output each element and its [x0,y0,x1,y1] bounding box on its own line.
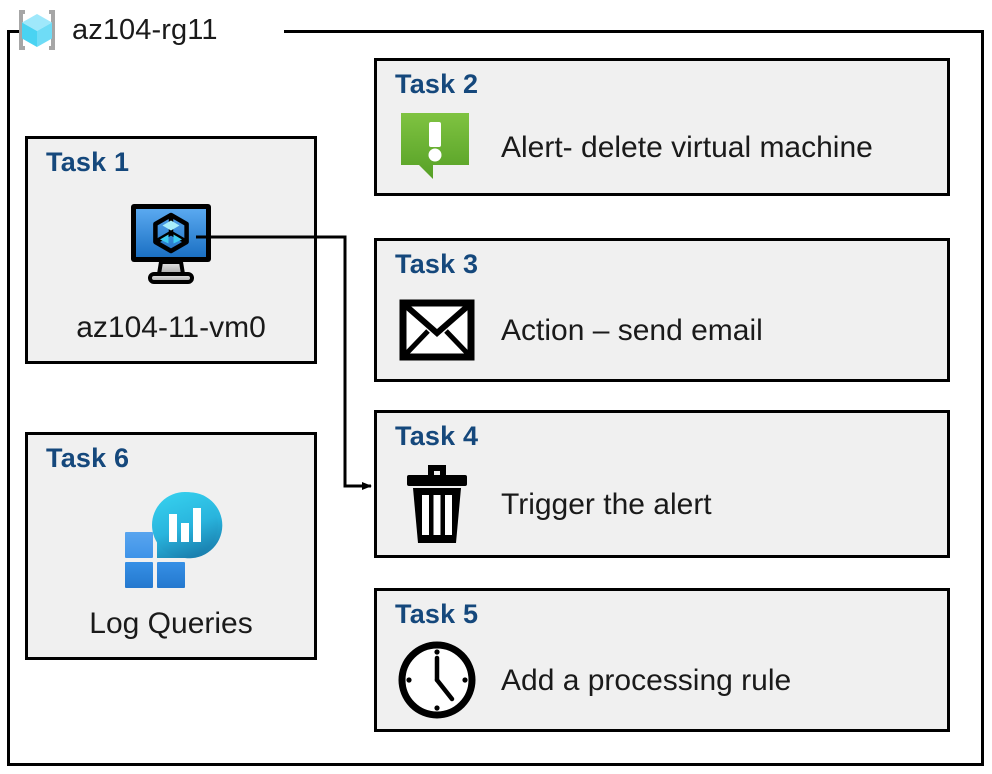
task-5-card[interactable]: Task 5 Add a processing rule [374,588,950,732]
task-4-body: Trigger the alert [395,459,937,549]
task-5-label: Task 5 [395,599,479,629]
resource-group-name: az104-rg11 [72,13,218,46]
task-5-body: Add a processing rule [395,637,937,723]
resource-group-cube-icon [12,5,62,55]
task-3-body: Action – send email [395,287,937,373]
task-1-label: Task 1 [46,147,130,177]
trash-delete-icon [395,461,479,547]
resource-group-frame [7,30,984,766]
resource-group-frame-label-gap [30,22,284,40]
task-6-caption: Log Queries [89,607,253,641]
task-3-card[interactable]: Task 3 Action – send email [374,238,950,382]
task-1-card[interactable]: Task 1 [25,136,317,364]
task-2-body: Alert- delete virtual machine [395,107,937,187]
alert-exclamation-icon [395,109,479,185]
task-6-card[interactable]: Task 6 [25,432,317,660]
task-4-card[interactable]: Task 4 Trigger the alert [374,410,950,558]
resource-group-header: az104-rg11 [12,4,218,56]
task-4-label: Task 4 [395,421,479,451]
task-3-label: Task 3 [395,249,479,279]
task-2-caption: Alert- delete virtual machine [501,130,873,164]
envelope-icon [395,299,479,361]
task-6-label: Task 6 [46,443,130,473]
task-3-caption: Action – send email [501,313,763,347]
task-4-caption: Trigger the alert [501,487,712,521]
log-analytics-icon [117,490,225,590]
task-6-body: Log Queries [28,481,314,649]
task-1-caption: az104-11-vm0 [76,311,266,345]
clock-icon [395,639,479,721]
task-2-label: Task 2 [395,69,479,99]
task-5-caption: Add a processing rule [501,663,792,697]
task-2-card[interactable]: Task 2 Alert- delete vir [374,58,950,196]
virtual-machine-icon [123,194,219,294]
task-1-body: az104-11-vm0 [28,185,314,353]
